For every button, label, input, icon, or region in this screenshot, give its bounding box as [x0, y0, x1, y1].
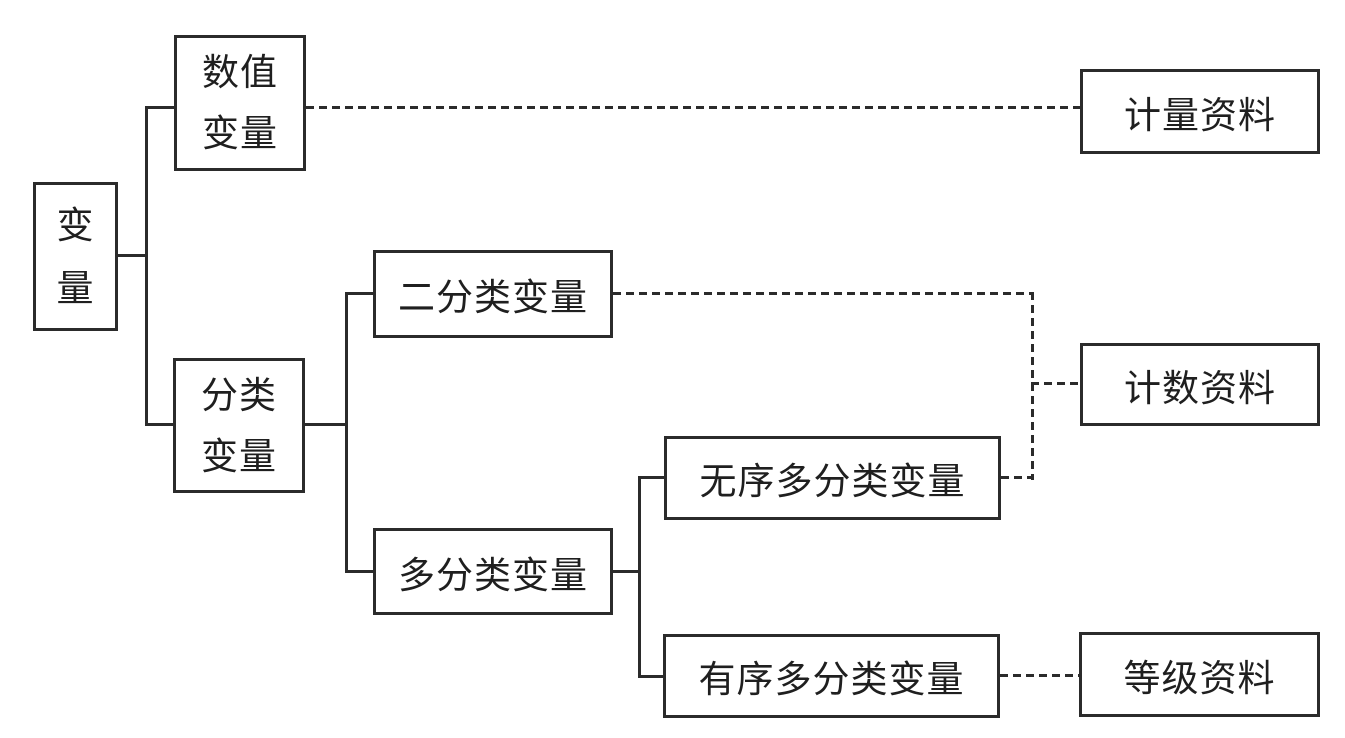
- connector-multiclass-trunk: [638, 476, 641, 678]
- node-label: 变量: [202, 112, 278, 155]
- node-label: 二分类变量: [398, 276, 588, 319]
- node-rank-data: 等级资料: [1079, 632, 1320, 717]
- dashed-into-count: [1031, 382, 1080, 385]
- node-label: 有序多分类变量: [698, 658, 965, 701]
- node-unordered-multiclass-variable: 无序多分类变量: [664, 436, 1001, 520]
- connector-to-binary: [345, 292, 374, 295]
- dashed-numeric-to-measurement: [306, 106, 1080, 109]
- node-categorical-variable: 分类 变量: [173, 358, 305, 493]
- node-numeric-variable: 数值 变量: [174, 35, 306, 171]
- node-label: 等级资料: [1123, 656, 1276, 700]
- dashed-unordered-right: [1001, 476, 1034, 479]
- node-label: 量: [56, 266, 95, 310]
- node-label: 计量资料: [1124, 93, 1276, 137]
- connector-to-categorical: [145, 423, 174, 426]
- connector-to-multiclass: [345, 570, 374, 573]
- connector-categorical-stub: [305, 423, 348, 426]
- dashed-binary-right: [613, 292, 1034, 295]
- dashed-vertical-to-count: [1031, 292, 1034, 480]
- node-label: 多分类变量: [398, 553, 588, 597]
- connector-categorical-trunk: [345, 292, 348, 573]
- node-label: 无序多分类变量: [699, 460, 966, 503]
- node-label: 数值: [202, 51, 278, 94]
- node-label: 计数资料: [1124, 366, 1276, 410]
- connector-root-trunk: [145, 106, 148, 426]
- node-ordered-multiclass-variable: 有序多分类变量: [663, 634, 1000, 718]
- node-measurement-data: 计量资料: [1080, 69, 1320, 154]
- node-label: 变: [56, 203, 95, 247]
- node-label: 分类: [201, 373, 277, 417]
- connector-to-numeric: [145, 106, 175, 109]
- dashed-ordered-to-rank: [1000, 674, 1079, 677]
- connector-to-ordered: [638, 675, 664, 678]
- connector-multiclass-stub: [613, 570, 641, 573]
- node-multiclass-variable: 多分类变量: [373, 528, 613, 615]
- node-binary-variable: 二分类变量: [373, 250, 613, 338]
- node-root-variable: 变 量: [33, 182, 118, 331]
- node-label: 变量: [201, 434, 277, 478]
- connector-root-stub: [117, 254, 148, 257]
- node-count-data: 计数资料: [1080, 343, 1320, 426]
- connector-to-unordered: [638, 476, 665, 479]
